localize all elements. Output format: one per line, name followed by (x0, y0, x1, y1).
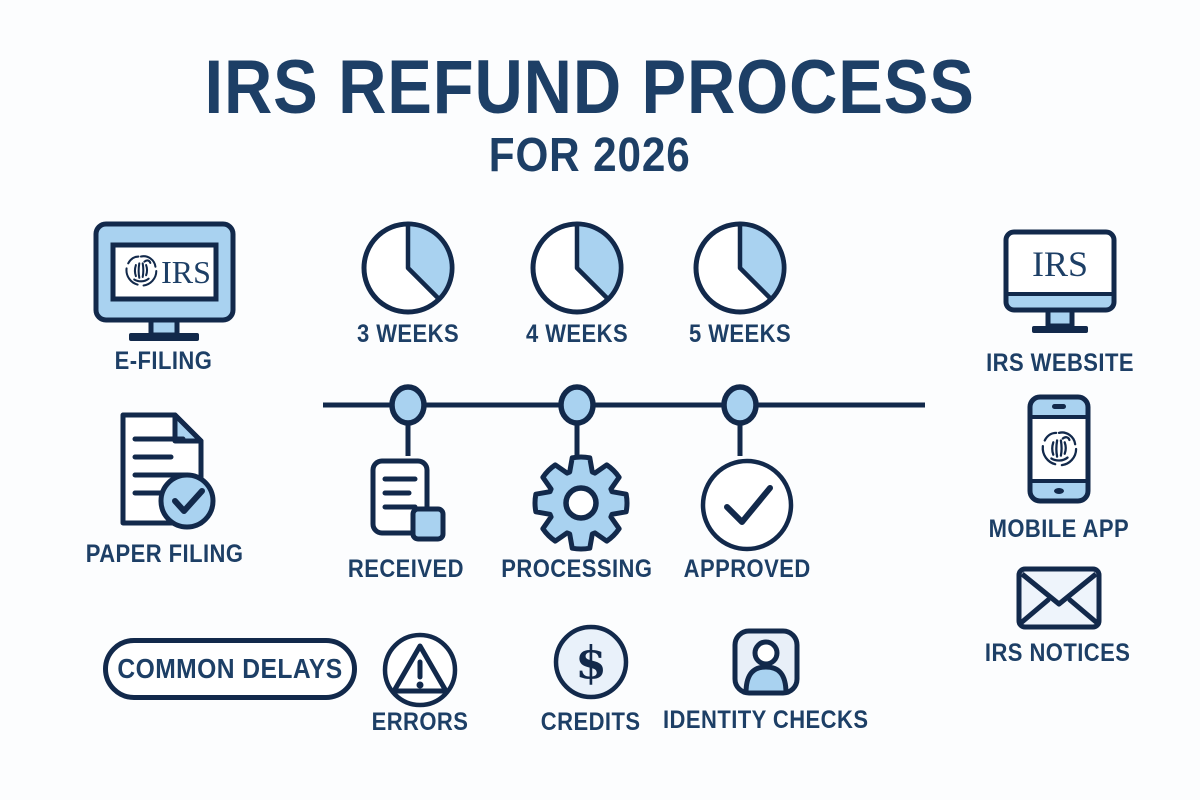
document-check-icon (120, 412, 216, 530)
efiling-label: E-FILING (114, 347, 212, 375)
timeline (323, 384, 925, 456)
delay-label: IDENTITY CHECKS (663, 706, 869, 734)
timeline-node (389, 384, 427, 426)
dollar-circle-icon: $ (553, 624, 629, 700)
common-delays-badge: COMMON DELAYS (103, 638, 357, 700)
stage-label: APPROVED (683, 555, 811, 583)
document-icon (370, 458, 446, 542)
gear-icon (532, 454, 630, 552)
person-badge-icon (732, 628, 800, 696)
refund-time-label: 5 WEEKS (688, 320, 792, 348)
monitor-irs-icon: IRS (93, 221, 236, 341)
delay-label: ERRORS (371, 708, 469, 736)
stage-label: PROCESSING (501, 555, 653, 583)
monitor-icon: IRS (1003, 229, 1117, 333)
refund-time-label: 3 WEEKS (356, 320, 460, 348)
website-screen-text: IRS (1032, 244, 1088, 284)
tracking-label: IRS WEBSITE (986, 349, 1134, 377)
check-circle-icon (700, 458, 794, 552)
efiling-screen-text: IRS (161, 254, 211, 290)
pie-clock-icon (693, 221, 787, 315)
warning-triangle-icon (382, 632, 458, 708)
pie-clock-icon (530, 221, 624, 315)
timeline-node (558, 384, 596, 426)
page-subtitle: FOR 2026 (489, 129, 691, 182)
envelope-icon (1016, 566, 1102, 630)
tracking-label: IRS NOTICES (985, 639, 1131, 667)
page-title: IRS REFUND PROCESS (204, 45, 976, 130)
timeline-node (721, 384, 759, 426)
delay-label: CREDITS (541, 708, 641, 736)
dollar-symbol: $ (575, 636, 606, 689)
refund-time-label: 4 WEEKS (525, 320, 629, 348)
paper-filing-label: PAPER FILING (86, 540, 244, 568)
tracking-label: MOBILE APP (988, 515, 1130, 543)
smartphone-irs-icon (1027, 394, 1091, 504)
stage-label: RECEIVED (348, 555, 464, 583)
pie-clock-icon (361, 221, 455, 315)
